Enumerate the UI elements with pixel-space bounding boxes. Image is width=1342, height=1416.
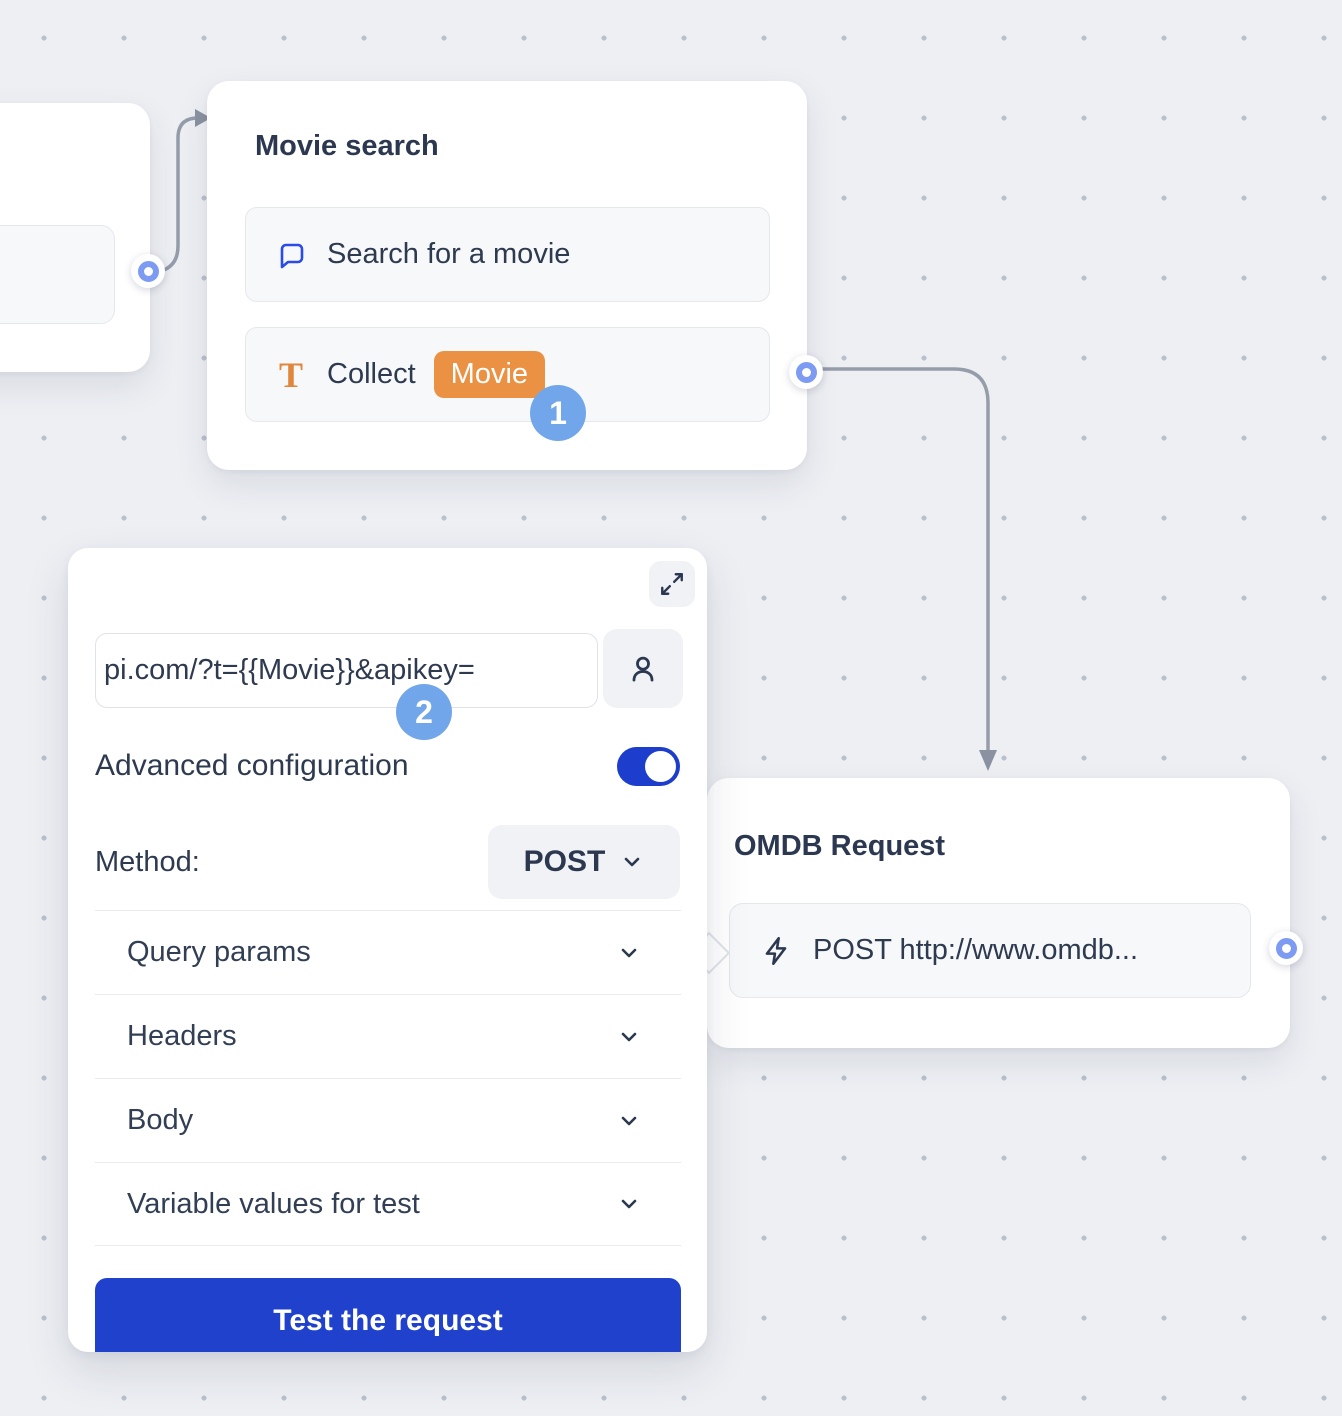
text-collect-icon: T — [278, 354, 303, 395]
section-body[interactable]: Body — [95, 1078, 681, 1162]
connector-left-to-movie — [155, 116, 200, 274]
node-title: OMDB Request — [734, 830, 946, 862]
section-label: Body — [127, 1104, 194, 1136]
expand-button[interactable] — [649, 561, 695, 607]
output-port-partial-node[interactable] — [131, 254, 165, 288]
chevron-down-icon — [621, 1116, 637, 1125]
block-label: POST http://www.omdb... — [813, 934, 1139, 966]
node-title: Movie search — [255, 130, 439, 162]
method-select[interactable]: POST — [488, 825, 680, 899]
expand-icon — [661, 573, 683, 595]
chat-bubble-icon — [280, 243, 304, 268]
chevron-down-icon — [621, 948, 637, 957]
block-omdb-post[interactable]: POST http://www.omdb... — [729, 903, 1251, 998]
partial-node-item[interactable] — [0, 225, 115, 324]
node-movie-search[interactable]: Movie search Search for a movie T Collec… — [207, 81, 807, 470]
webhook-config-panel: pi.com/?t={{Movie}}&apikey= Advanced con… — [68, 548, 707, 1352]
chevron-down-icon — [625, 857, 640, 867]
output-port-movie-search[interactable] — [789, 355, 823, 389]
section-variable-values-for-test[interactable]: Variable values for test — [95, 1162, 681, 1246]
test-the-request-button[interactable]: Test the request — [95, 1278, 681, 1352]
connector-movie-to-omdb — [820, 367, 990, 754]
toggle-knob — [645, 750, 676, 782]
variable-badge-movie[interactable]: Movie — [433, 351, 546, 398]
block-label: Search for a movie — [327, 238, 571, 270]
chevron-down-icon — [621, 1032, 637, 1041]
lightning-icon — [765, 936, 787, 965]
port-ring — [795, 361, 817, 383]
section-headers[interactable]: Headers — [95, 994, 681, 1078]
section-label: Headers — [127, 1020, 237, 1052]
output-port-omdb-request[interactable] — [1269, 931, 1303, 965]
section-label: Query params — [127, 936, 311, 968]
port-ring — [1275, 937, 1297, 959]
person-icon — [632, 656, 654, 682]
method-value: POST — [523, 845, 606, 878]
method-label: Method: — [95, 845, 200, 878]
url-input[interactable]: pi.com/?t={{Movie}}&apikey= — [95, 633, 598, 708]
chevron-down-icon — [621, 1199, 637, 1209]
section-query-params[interactable]: Query params — [95, 910, 681, 994]
block-collect-movie[interactable]: T Collect Movie — [245, 327, 770, 422]
url-input-value: pi.com/?t={{Movie}}&apikey= — [104, 654, 475, 686]
arrowhead-down-icon — [979, 750, 997, 771]
partial-node-card[interactable] — [0, 103, 150, 372]
config-sections: Query params Headers Body Variable value… — [95, 910, 681, 1246]
section-label: Variable values for test — [127, 1187, 420, 1220]
node-omdb-request[interactable]: OMDB Request POST http://www.omdb... — [707, 778, 1290, 1048]
advanced-configuration-toggle[interactable] — [617, 746, 680, 786]
step-badge-1: 1 — [530, 385, 586, 441]
block-label: Collect — [327, 358, 416, 390]
block-search-for-a-movie[interactable]: Search for a movie — [245, 207, 770, 302]
step-badge-2: 2 — [396, 684, 452, 740]
port-ring — [137, 260, 159, 282]
variables-button[interactable] — [603, 629, 683, 708]
advanced-configuration-label: Advanced configuration — [95, 749, 409, 782]
